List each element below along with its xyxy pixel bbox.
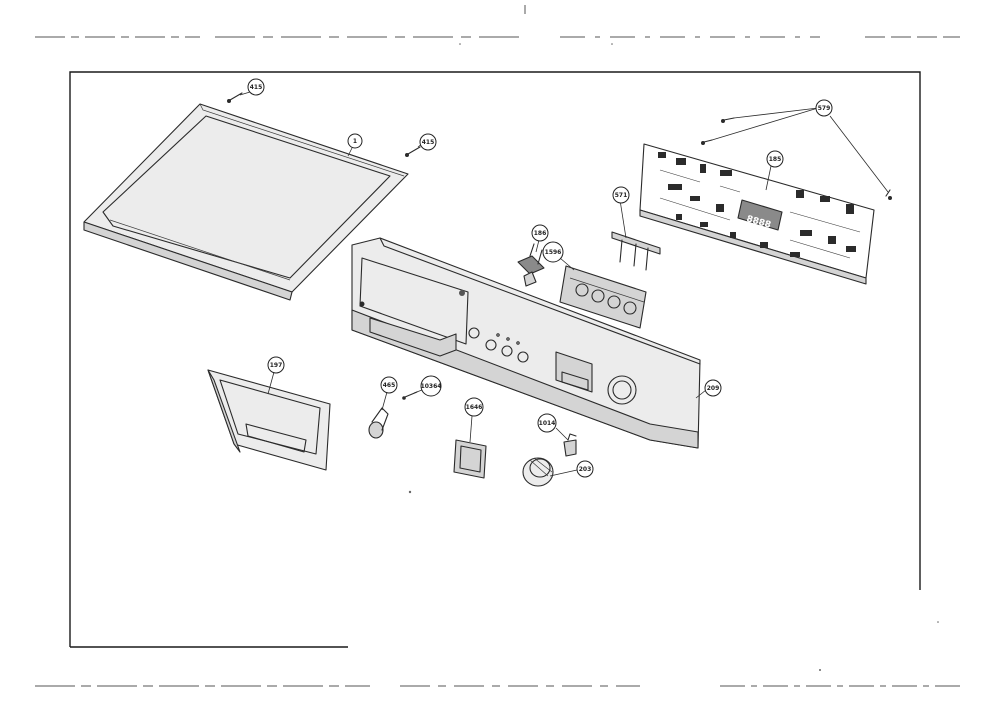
- callout-415b: 415: [419, 133, 437, 151]
- callout-label: 1596: [545, 249, 562, 256]
- knob-cap-465-part: [368, 407, 389, 439]
- fasteners-579-part: [701, 117, 892, 200]
- callout-label: 197: [270, 362, 283, 369]
- callout-579: 579: [815, 99, 833, 117]
- screw-415-left: [227, 92, 243, 103]
- switch-186-part: [517, 243, 545, 287]
- callout-1646: 1646: [464, 397, 484, 417]
- callout-571: 571: [612, 186, 630, 204]
- callout-1: 1: [347, 133, 363, 149]
- callout-10364: 10364: [420, 375, 442, 397]
- callout-label: 186: [534, 230, 547, 237]
- top-lid-part: [83, 103, 409, 301]
- scan-specks: [408, 43, 939, 671]
- callout-label: 415: [422, 139, 435, 146]
- bracket-571-part: [611, 231, 661, 271]
- callout-1014: 1014: [537, 413, 557, 433]
- callout-label: 10364: [421, 383, 442, 390]
- callout-label: 185: [769, 156, 782, 163]
- callout-label: 1646: [466, 404, 483, 411]
- detergent-drawer-part: [207, 369, 331, 471]
- screw-10364: [402, 391, 418, 400]
- header-dashed-lines: [35, 5, 960, 38]
- callout-label: 571: [615, 192, 628, 199]
- callout-label: 579: [818, 105, 831, 112]
- callout-197: 197: [267, 356, 285, 374]
- callout-415a: 415: [247, 78, 265, 96]
- clip-1014-part: [563, 433, 577, 457]
- callout-label: 465: [383, 382, 396, 389]
- callout-label: 415: [250, 84, 263, 91]
- display-frame-1646-part: [453, 439, 487, 479]
- callout-label: 1: [353, 138, 357, 145]
- callout-203: 203: [576, 460, 594, 478]
- callout-1596: 1596: [542, 241, 564, 263]
- screw-415-right: [405, 146, 421, 157]
- control-board-185-part: 8888: [639, 143, 875, 285]
- leader-lines: [239, 91, 889, 477]
- callout-185: 185: [766, 150, 784, 168]
- drawing-frame: [69, 71, 921, 648]
- button-carrier-1596-part: [559, 265, 647, 329]
- programme-knob-203-part: [522, 457, 554, 487]
- callout-label: 1014: [539, 420, 556, 427]
- callout-209: 209: [704, 379, 722, 397]
- control-panel-fascia-part: [351, 237, 701, 449]
- callout-label: 209: [707, 385, 720, 392]
- callout-label: 203: [579, 466, 592, 473]
- callout-465: 465: [380, 376, 398, 394]
- callout-186: 186: [531, 224, 549, 242]
